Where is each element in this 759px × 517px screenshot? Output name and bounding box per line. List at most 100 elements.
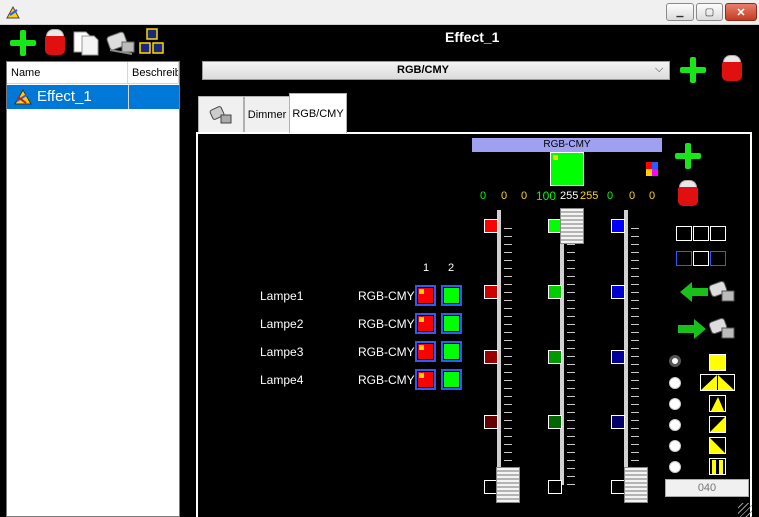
lamp-name: Lampe1 [260, 289, 304, 303]
maximize-button[interactable]: ▢ [696, 3, 723, 21]
effect-icon [14, 88, 32, 105]
lamp-4-channel-1-toggle[interactable] [415, 369, 436, 390]
list-item[interactable]: Effect_1 [7, 85, 179, 109]
lamp-3-channel-1-toggle[interactable] [415, 341, 436, 362]
green-keyframe-marker[interactable] [548, 350, 562, 364]
lamp-1-channel-2-toggle[interactable] [441, 285, 462, 306]
add-mode-button[interactable] [679, 56, 707, 84]
blue-slider-track[interactable] [624, 210, 628, 485]
column-header-1: 1 [423, 262, 430, 274]
moving-head-icon [209, 105, 232, 123]
red-slider-scale [504, 228, 512, 490]
red-keyframe-marker[interactable] [484, 350, 498, 364]
pattern-radio-4[interactable] [669, 419, 681, 431]
pattern-radio-2[interactable] [669, 377, 681, 389]
layout-box[interactable] [693, 226, 709, 241]
app-icon [6, 5, 20, 19]
rgb-cmy-header: RGB-CMY [472, 138, 662, 152]
blue-slider-handle[interactable] [624, 467, 648, 503]
color-picker-icon[interactable] [646, 162, 658, 176]
moving-head-icon[interactable] [104, 28, 136, 56]
red-slider-handle[interactable] [496, 467, 520, 503]
group-blocks-icon[interactable] [138, 27, 166, 57]
green-start-value: 100 [536, 189, 557, 203]
layout-box-blue[interactable] [710, 251, 726, 266]
speed-input[interactable]: 040 [665, 479, 749, 497]
tab-rgb-cmy-label: RGB/CMY [292, 107, 344, 120]
blue-keyframe-marker[interactable] [611, 350, 625, 364]
move-right-icon[interactable] [678, 316, 738, 344]
green-slider-scale [567, 228, 575, 490]
blue-start-value: 0 [607, 190, 614, 202]
green-keyframe-marker[interactable] [548, 480, 562, 494]
pattern-triangles-icon [700, 374, 735, 391]
lamp-name: Lampe2 [260, 317, 304, 331]
add-keyframe-button[interactable] [674, 142, 702, 170]
add-effect-button[interactable] [9, 29, 37, 57]
pattern-radio-3[interactable] [669, 398, 681, 410]
red-keyframe-marker[interactable] [484, 415, 498, 429]
layout-box-blue[interactable] [676, 251, 692, 266]
lamp-4-channel-2-toggle[interactable] [441, 369, 462, 390]
green-slider-handle[interactable] [560, 208, 584, 244]
lamp-type: RGB-CMY [358, 345, 415, 359]
pattern-solid-icon [709, 354, 726, 371]
effect-title: Effect_1 [445, 29, 500, 45]
pattern-ramp-up-icon [709, 416, 726, 433]
red-keyframe-marker[interactable] [484, 219, 498, 233]
pattern-radio-1[interactable] [669, 355, 681, 367]
green-keyframe-marker[interactable] [548, 415, 562, 429]
copy-pages-icon[interactable] [72, 28, 100, 56]
color-preview-swatch[interactable] [550, 152, 584, 186]
list-item-label: Effect_1 [37, 88, 92, 105]
list-header: Name Beschreibe [7, 62, 179, 84]
blue-keyframe-marker[interactable] [611, 415, 625, 429]
layout-box[interactable] [693, 251, 709, 266]
lamp-2-channel-2-toggle[interactable] [441, 313, 462, 334]
minimize-button[interactable]: ▁ [666, 3, 694, 21]
green-slider-track[interactable] [560, 210, 564, 485]
delete-mode-button[interactable] [721, 55, 743, 81]
tab-dimmer[interactable]: Dimmer [244, 96, 290, 132]
pattern-radio-6[interactable] [669, 461, 681, 473]
red-mid-value: 0 [501, 190, 508, 202]
blue-keyframe-marker[interactable] [611, 219, 625, 233]
layout-box[interactable] [710, 226, 726, 241]
red-keyframe-marker[interactable] [484, 285, 498, 299]
red-end-value: 0 [521, 190, 528, 202]
delete-effect-button[interactable] [44, 29, 66, 55]
delete-keyframe-button[interactable] [677, 180, 699, 206]
resize-grip[interactable] [738, 503, 752, 517]
column-name[interactable]: Name [7, 62, 128, 84]
tab-rgb-cmy[interactable]: RGB/CMY [289, 93, 347, 133]
green-keyframe-marker[interactable] [548, 285, 562, 299]
blue-end-value: 0 [649, 190, 656, 202]
pattern-radio-5[interactable] [669, 440, 681, 452]
red-start-value: 0 [480, 190, 487, 202]
red-slider-track[interactable] [497, 210, 501, 485]
pattern-peak-icon [709, 395, 726, 412]
tab-moving-head[interactable] [198, 96, 244, 132]
mode-select-value: RGB/CMY [397, 64, 449, 76]
lamp-2-channel-1-toggle[interactable] [415, 313, 436, 334]
blue-keyframe-marker[interactable] [611, 480, 625, 494]
blue-keyframe-marker[interactable] [611, 285, 625, 299]
lamp-name: Lampe4 [260, 373, 304, 387]
move-left-icon[interactable] [678, 279, 738, 307]
lamp-1-channel-1-toggle[interactable] [415, 285, 436, 306]
minimize-icon: ▁ [676, 6, 684, 17]
lamp-type: RGB-CMY [358, 317, 415, 331]
column-header-2: 2 [448, 262, 455, 274]
layout-box[interactable] [676, 226, 692, 241]
lamp-type: RGB-CMY [358, 373, 415, 387]
mode-select[interactable]: RGB/CMY ⌵ [202, 61, 670, 80]
lamp-3-channel-2-toggle[interactable] [441, 341, 462, 362]
green-end-value: 255 [580, 190, 599, 202]
column-description[interactable]: Beschreibe [128, 62, 179, 84]
close-icon: ✕ [736, 6, 746, 19]
close-button[interactable]: ✕ [725, 3, 757, 21]
blue-mid-value: 0 [629, 190, 636, 202]
column-divider [128, 85, 129, 109]
blue-slider-scale [631, 228, 639, 490]
